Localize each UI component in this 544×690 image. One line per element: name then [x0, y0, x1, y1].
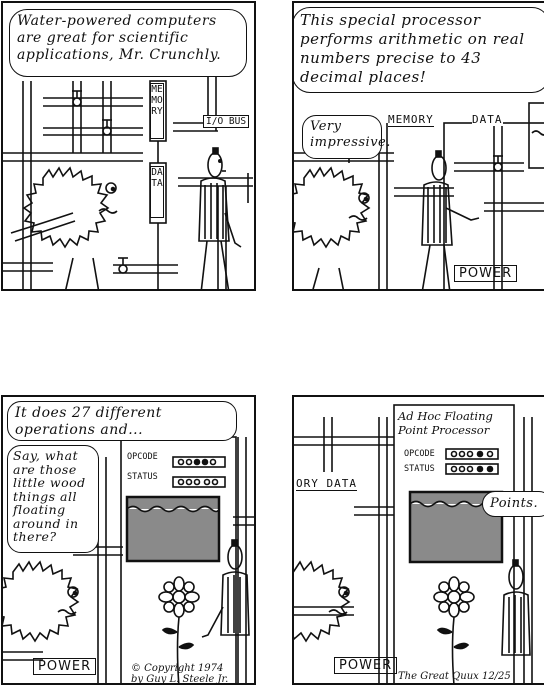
panel-4: Ad Hoc Floating Point Processor OPCODE S…: [292, 395, 544, 685]
question-bubble: Say, what are those little wood things a…: [7, 445, 99, 553]
caption-bubble: It does 27 different operations and...: [7, 401, 237, 441]
processor-title-line-1: Ad Hoc Floating: [398, 409, 493, 423]
status-label: STATUS: [127, 472, 158, 482]
memory-label: MEMORY: [150, 83, 164, 139]
panel-2: This special processor performs arithmet…: [292, 1, 544, 291]
panel-3-drawing: [3, 436, 254, 683]
copyright: © Copyright 1974 by Guy L. Steele Jr.: [131, 663, 229, 685]
io-bus-label: I/O BUS: [203, 115, 250, 128]
panel-3: It does 27 different operations and... S…: [1, 395, 256, 685]
power-label: POWER: [334, 657, 398, 674]
power-label: POWER: [454, 265, 518, 282]
power-label: POWER: [33, 658, 97, 675]
processor-title: Ad Hoc Floating Point Processor: [398, 409, 513, 437]
caption-bubble: This special processor performs arithmet…: [294, 7, 544, 93]
reply-bubble: Very impressive.: [302, 115, 390, 159]
opcode-label: OPCODE: [404, 449, 435, 459]
data-label: DATA: [472, 113, 503, 126]
opcode-label: OPCODE: [127, 452, 158, 462]
data-label: DATA: [150, 166, 164, 218]
panel-1: Water-powered computers are great for sc…: [1, 1, 256, 291]
signature: The Great Quux 12/25: [398, 671, 511, 682]
caption-bubble: Water-powered computers are great for sc…: [9, 9, 247, 77]
processor-title-line-2: Point Processor: [398, 423, 490, 437]
memory-label: MEMORY: [388, 113, 434, 127]
status-label: STATUS: [404, 464, 435, 474]
reply-bubble: Points.: [482, 491, 544, 517]
memory-data-label: ORY DATA: [296, 477, 357, 491]
panel-4-drawing: [294, 404, 533, 683]
panel-1-drawing: [3, 63, 253, 289]
